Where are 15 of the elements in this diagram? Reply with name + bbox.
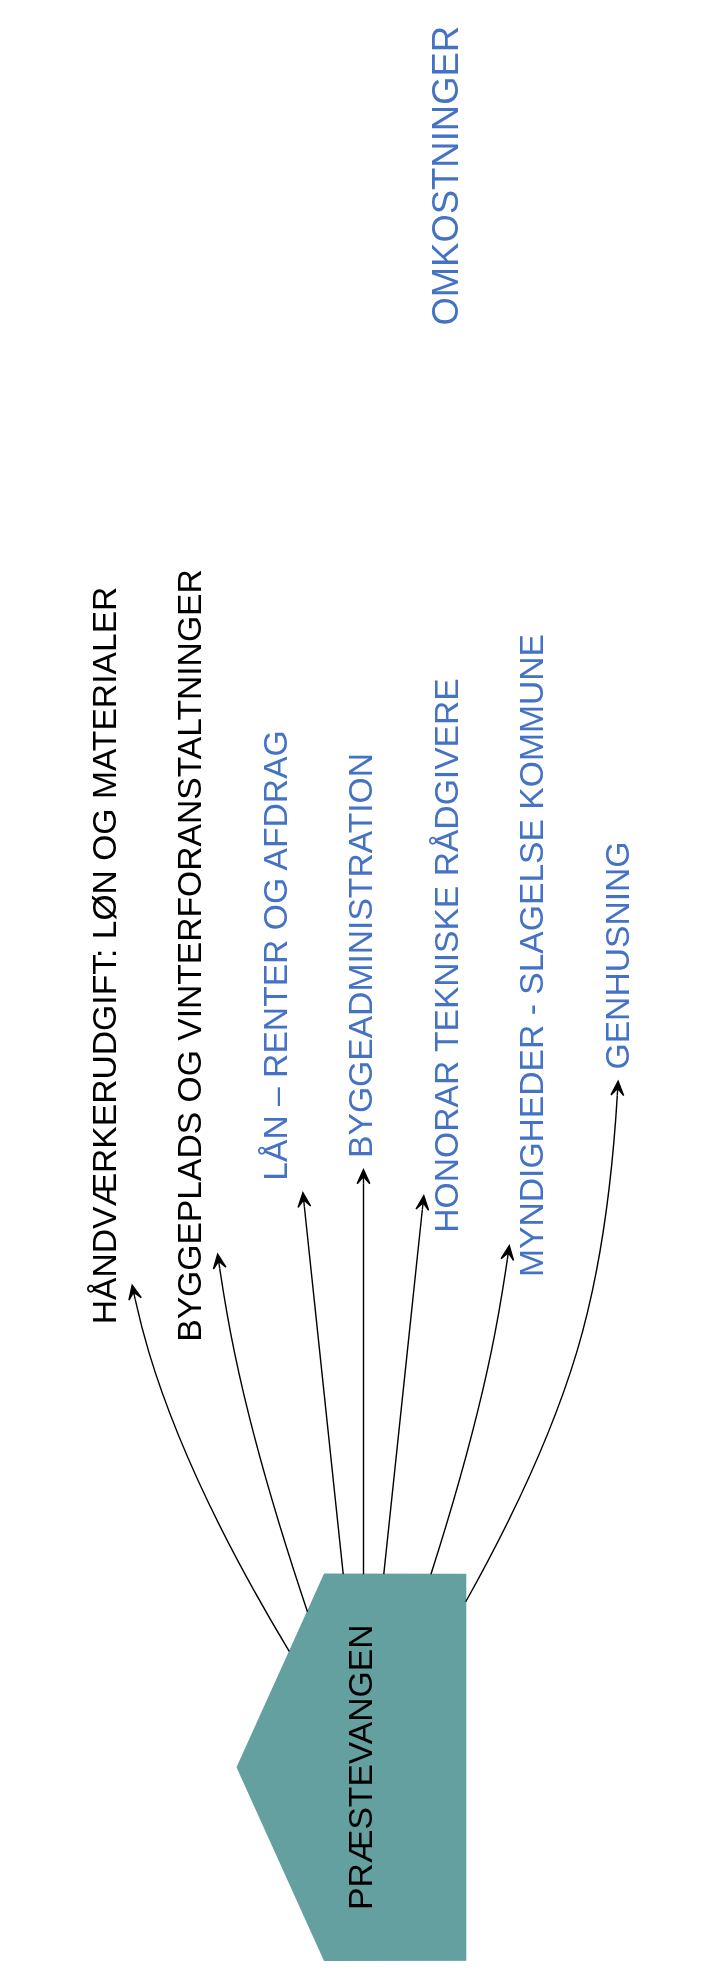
node-text: BYGGEADMINISTRATION	[342, 753, 380, 1158]
node-text: GENHUSNING	[598, 841, 636, 1070]
arrow	[128, 1284, 290, 1653]
label: OMKOSTNINGER	[424, 25, 466, 326]
arrow	[383, 1195, 430, 1575]
node-text: MYNDIGHEDER - SLAGELSE KOMMUNE	[513, 633, 551, 1277]
node-text: BYGGEPLADS OG VINTERFORANSTALTNINGER	[171, 569, 209, 1342]
node-text: HÅNDVÆRKERUDGIFT: LØN OG MATERIALER	[85, 586, 123, 1325]
node-text: HONORAR TEKNISKE RÅDGIVERE	[427, 678, 465, 1233]
arrow	[297, 1192, 344, 1575]
arrow	[430, 1245, 515, 1575]
arrow	[356, 1168, 371, 1575]
node-text: LÅN – RENTER OG AFDRAG	[256, 730, 294, 1181]
arrow	[465, 1080, 625, 1603]
arrow	[212, 1253, 309, 1613]
